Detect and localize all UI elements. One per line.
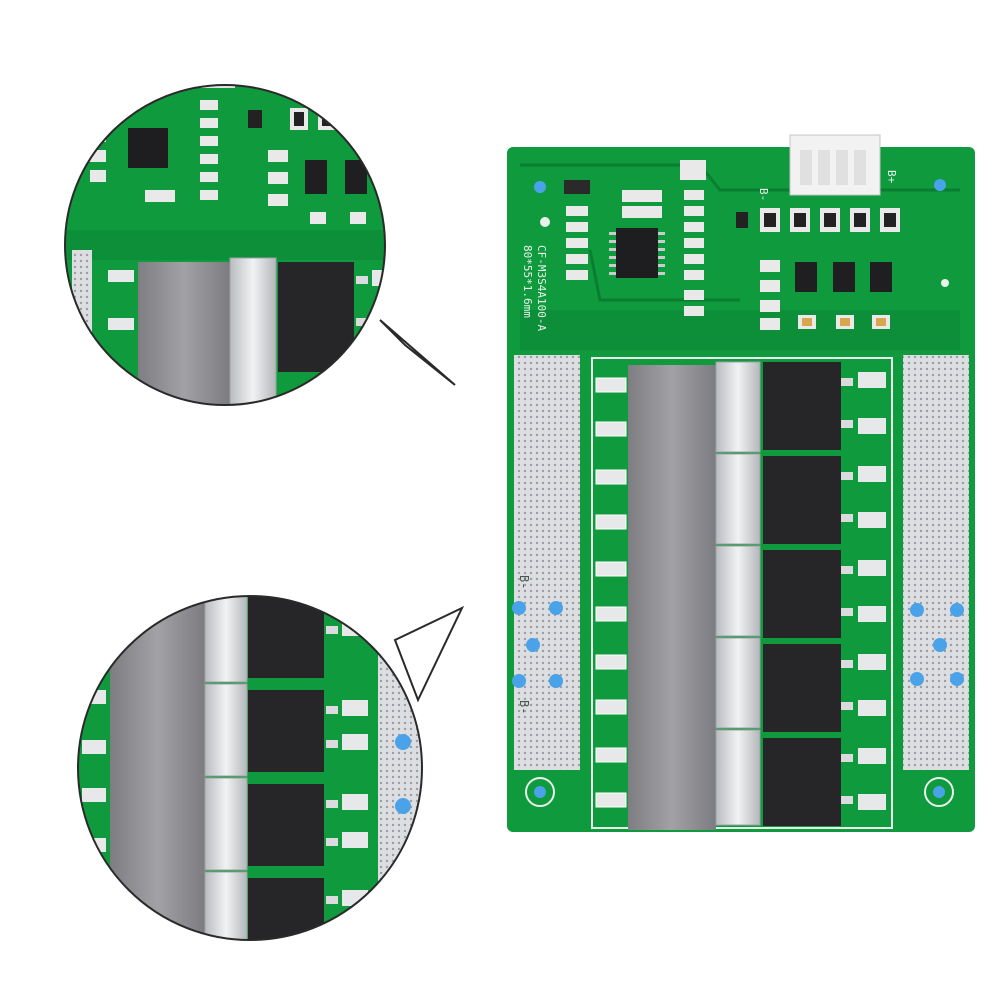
mosfet — [763, 362, 886, 450]
magnifier-top — [64, 84, 456, 406]
lead-pads-left — [595, 377, 627, 808]
mosfet — [763, 644, 886, 732]
mosfet — [763, 456, 886, 544]
mosfet — [763, 550, 886, 638]
size-label: 80*55*1.6mm — [521, 245, 534, 318]
zoomed-ic — [128, 128, 168, 168]
magnifier-bottom — [77, 595, 465, 941]
mounting-hole — [534, 786, 546, 798]
mounting-hole — [933, 786, 945, 798]
smd-components — [564, 160, 900, 330]
pad-vias — [512, 601, 964, 688]
pos-terminal-label-top: B+ — [885, 170, 898, 184]
control-ic — [609, 228, 665, 278]
pad-left — [514, 355, 580, 770]
via — [934, 179, 946, 191]
model-label: CF-M3S4A100-A — [535, 245, 548, 331]
heatsink-bar — [628, 365, 716, 830]
via — [534, 181, 546, 193]
neg-terminal-label-top: B- — [757, 188, 770, 201]
mosfet-tabs — [715, 361, 761, 826]
zoomed-mosfets — [248, 596, 324, 940]
neg-terminal-label-b: B- — [517, 700, 531, 714]
pad-right — [903, 355, 969, 770]
mosfet — [763, 738, 886, 826]
neg-terminal-label-a: B- — [517, 575, 531, 589]
balance-connector — [789, 134, 881, 196]
main-board: B- B+ — [507, 134, 975, 832]
